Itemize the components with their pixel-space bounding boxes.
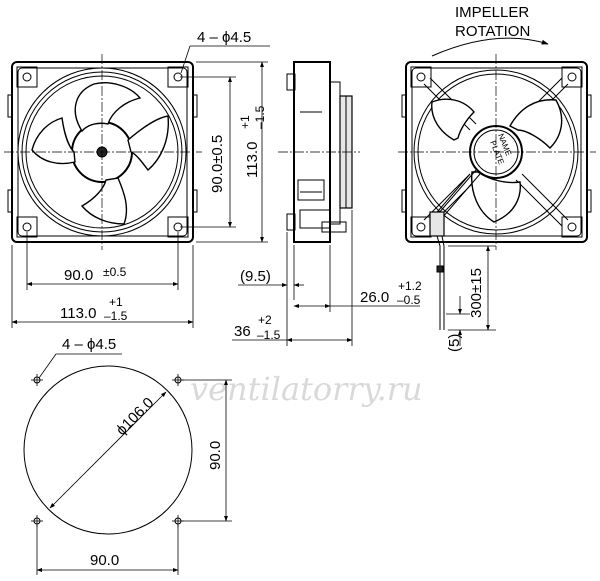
front-vertical-size: 113.0 [244, 142, 261, 178]
front-view [4, 54, 202, 250]
side-view [278, 61, 360, 243]
side-overall-depth-tol-upper: +2 [258, 313, 272, 327]
side-depth: 26.0 [360, 289, 389, 306]
rotation-label-line1: IMPELLER [455, 4, 529, 21]
lead-wire-exit [429, 211, 445, 237]
front-vertical-size-tol-lower: –1.5 [253, 105, 267, 129]
mounting-horizontal-spacing: 90.0 [90, 552, 119, 569]
rotation-label-line2: ROTATION [455, 23, 530, 40]
side-overall-depth-tol-lower: –1.5 [257, 328, 281, 342]
front-hole-callout: 4 – ϕ4.5 [197, 29, 251, 46]
lead-length: 300±15 [468, 268, 485, 318]
mounting-hole-callout: 4 – ϕ4.5 [62, 336, 116, 353]
lead-wire [436, 235, 445, 330]
front-horizontal-size-tol-lower: –1.5 [104, 309, 128, 323]
watermark: ventilatorry.ru [190, 370, 423, 408]
side-view-dimensions: (9.5) 26.0 +1.2 –0.5 36 +2 –1.5 [232, 210, 422, 346]
front-vertical-size-tol-upper: +1 [238, 115, 252, 129]
lead-offset: (5) [446, 334, 463, 352]
rear-view: NAME PLATE [398, 54, 596, 330]
side-depth-tol-lower: –0.5 [397, 293, 421, 307]
rotation-arrow [431, 37, 549, 57]
mounting-circle [23, 365, 193, 535]
side-overall-depth: 36 [234, 323, 251, 340]
mounting-diameter: ϕ106.0 [113, 394, 158, 439]
front-horizontal-spacing-tol: ±0.5 [103, 265, 127, 279]
rear-view-dimensions: IMPELLER ROTATION 300±15 (5) [431, 4, 549, 352]
front-view-dimensions: 4 – ϕ4.5 90.0±0.5 113.0 +1 –1.5 90.0 ±0.… [11, 29, 270, 328]
side-depth-tol-upper: +1.2 [398, 279, 422, 293]
rear-impeller-blades [431, 98, 563, 223]
front-horizontal-spacing: 90.0 [64, 267, 93, 284]
front-horizontal-size: 113.0 [60, 305, 96, 322]
front-vertical-spacing: 90.0±0.5 [209, 135, 226, 193]
mounting-vertical-spacing: 90.0 [207, 441, 224, 470]
front-impeller-blades [31, 82, 169, 225]
front-horizontal-size-tol-upper: +1 [109, 295, 123, 309]
side-offset-label: (9.5) [240, 268, 271, 285]
